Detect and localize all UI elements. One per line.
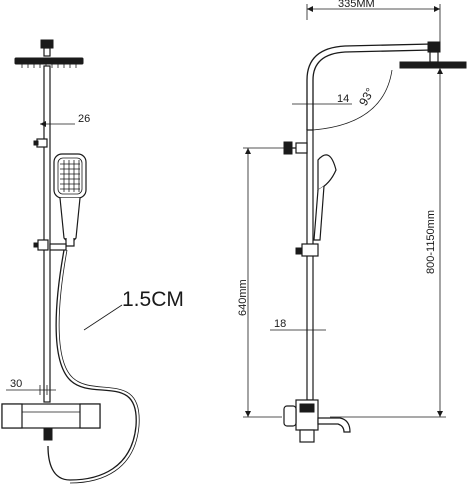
slider-bracket [37, 239, 49, 251]
side-view: 335MM 93° 14 640mm [237, 0, 467, 443]
slider-knob [33, 242, 39, 248]
side-hand-shower [295, 154, 337, 257]
side-slider-bracket [301, 243, 319, 257]
mixer-outlet [43, 427, 53, 441]
shower-hose-edge [58, 249, 140, 484]
dim-arm-reach: 335MM [338, 0, 375, 10]
mixer-right-handle [79, 403, 101, 429]
arm-head-joint [427, 41, 441, 53]
head-neck [43, 47, 51, 57]
dim-arm-pipe: 14 [337, 93, 349, 105]
rain-shower-head [14, 57, 84, 65]
dim-hand-shower-offset: 26 [78, 113, 90, 125]
hose-connector [49, 243, 67, 251]
dim-outlet-height: 640mm [237, 279, 249, 316]
hand-shower [53, 153, 87, 247]
side-upper-bracket [295, 142, 308, 154]
upper-bracket-screw [33, 140, 39, 146]
dim-rail-pipe: 18 [274, 318, 286, 330]
side-riser-pipe [306, 129, 314, 401]
shower-arm-outer [306, 43, 433, 130]
shower-hose [47, 249, 137, 481]
dim-hose-length: 1.5CM [122, 288, 184, 311]
spout-base [299, 429, 315, 443]
side-mixer-knob [283, 405, 297, 427]
hand-shower-handle [59, 197, 81, 243]
mixer-left-handle [1, 403, 23, 429]
dim-arm-angle: 93° [356, 85, 377, 108]
hose-leader-line [83, 304, 123, 331]
dim-mixer-depth: 30 [10, 378, 22, 390]
bath-spout [317, 417, 351, 433]
head-connector [40, 39, 54, 49]
shower-arm-inner [312, 49, 433, 130]
dim-rail-range: 800-1150mm [425, 210, 437, 274]
angle-arc [312, 69, 393, 131]
side-rain-head [399, 61, 467, 69]
front-view: 26 1.5CM [1, 39, 184, 484]
riser-pipe [43, 65, 51, 403]
